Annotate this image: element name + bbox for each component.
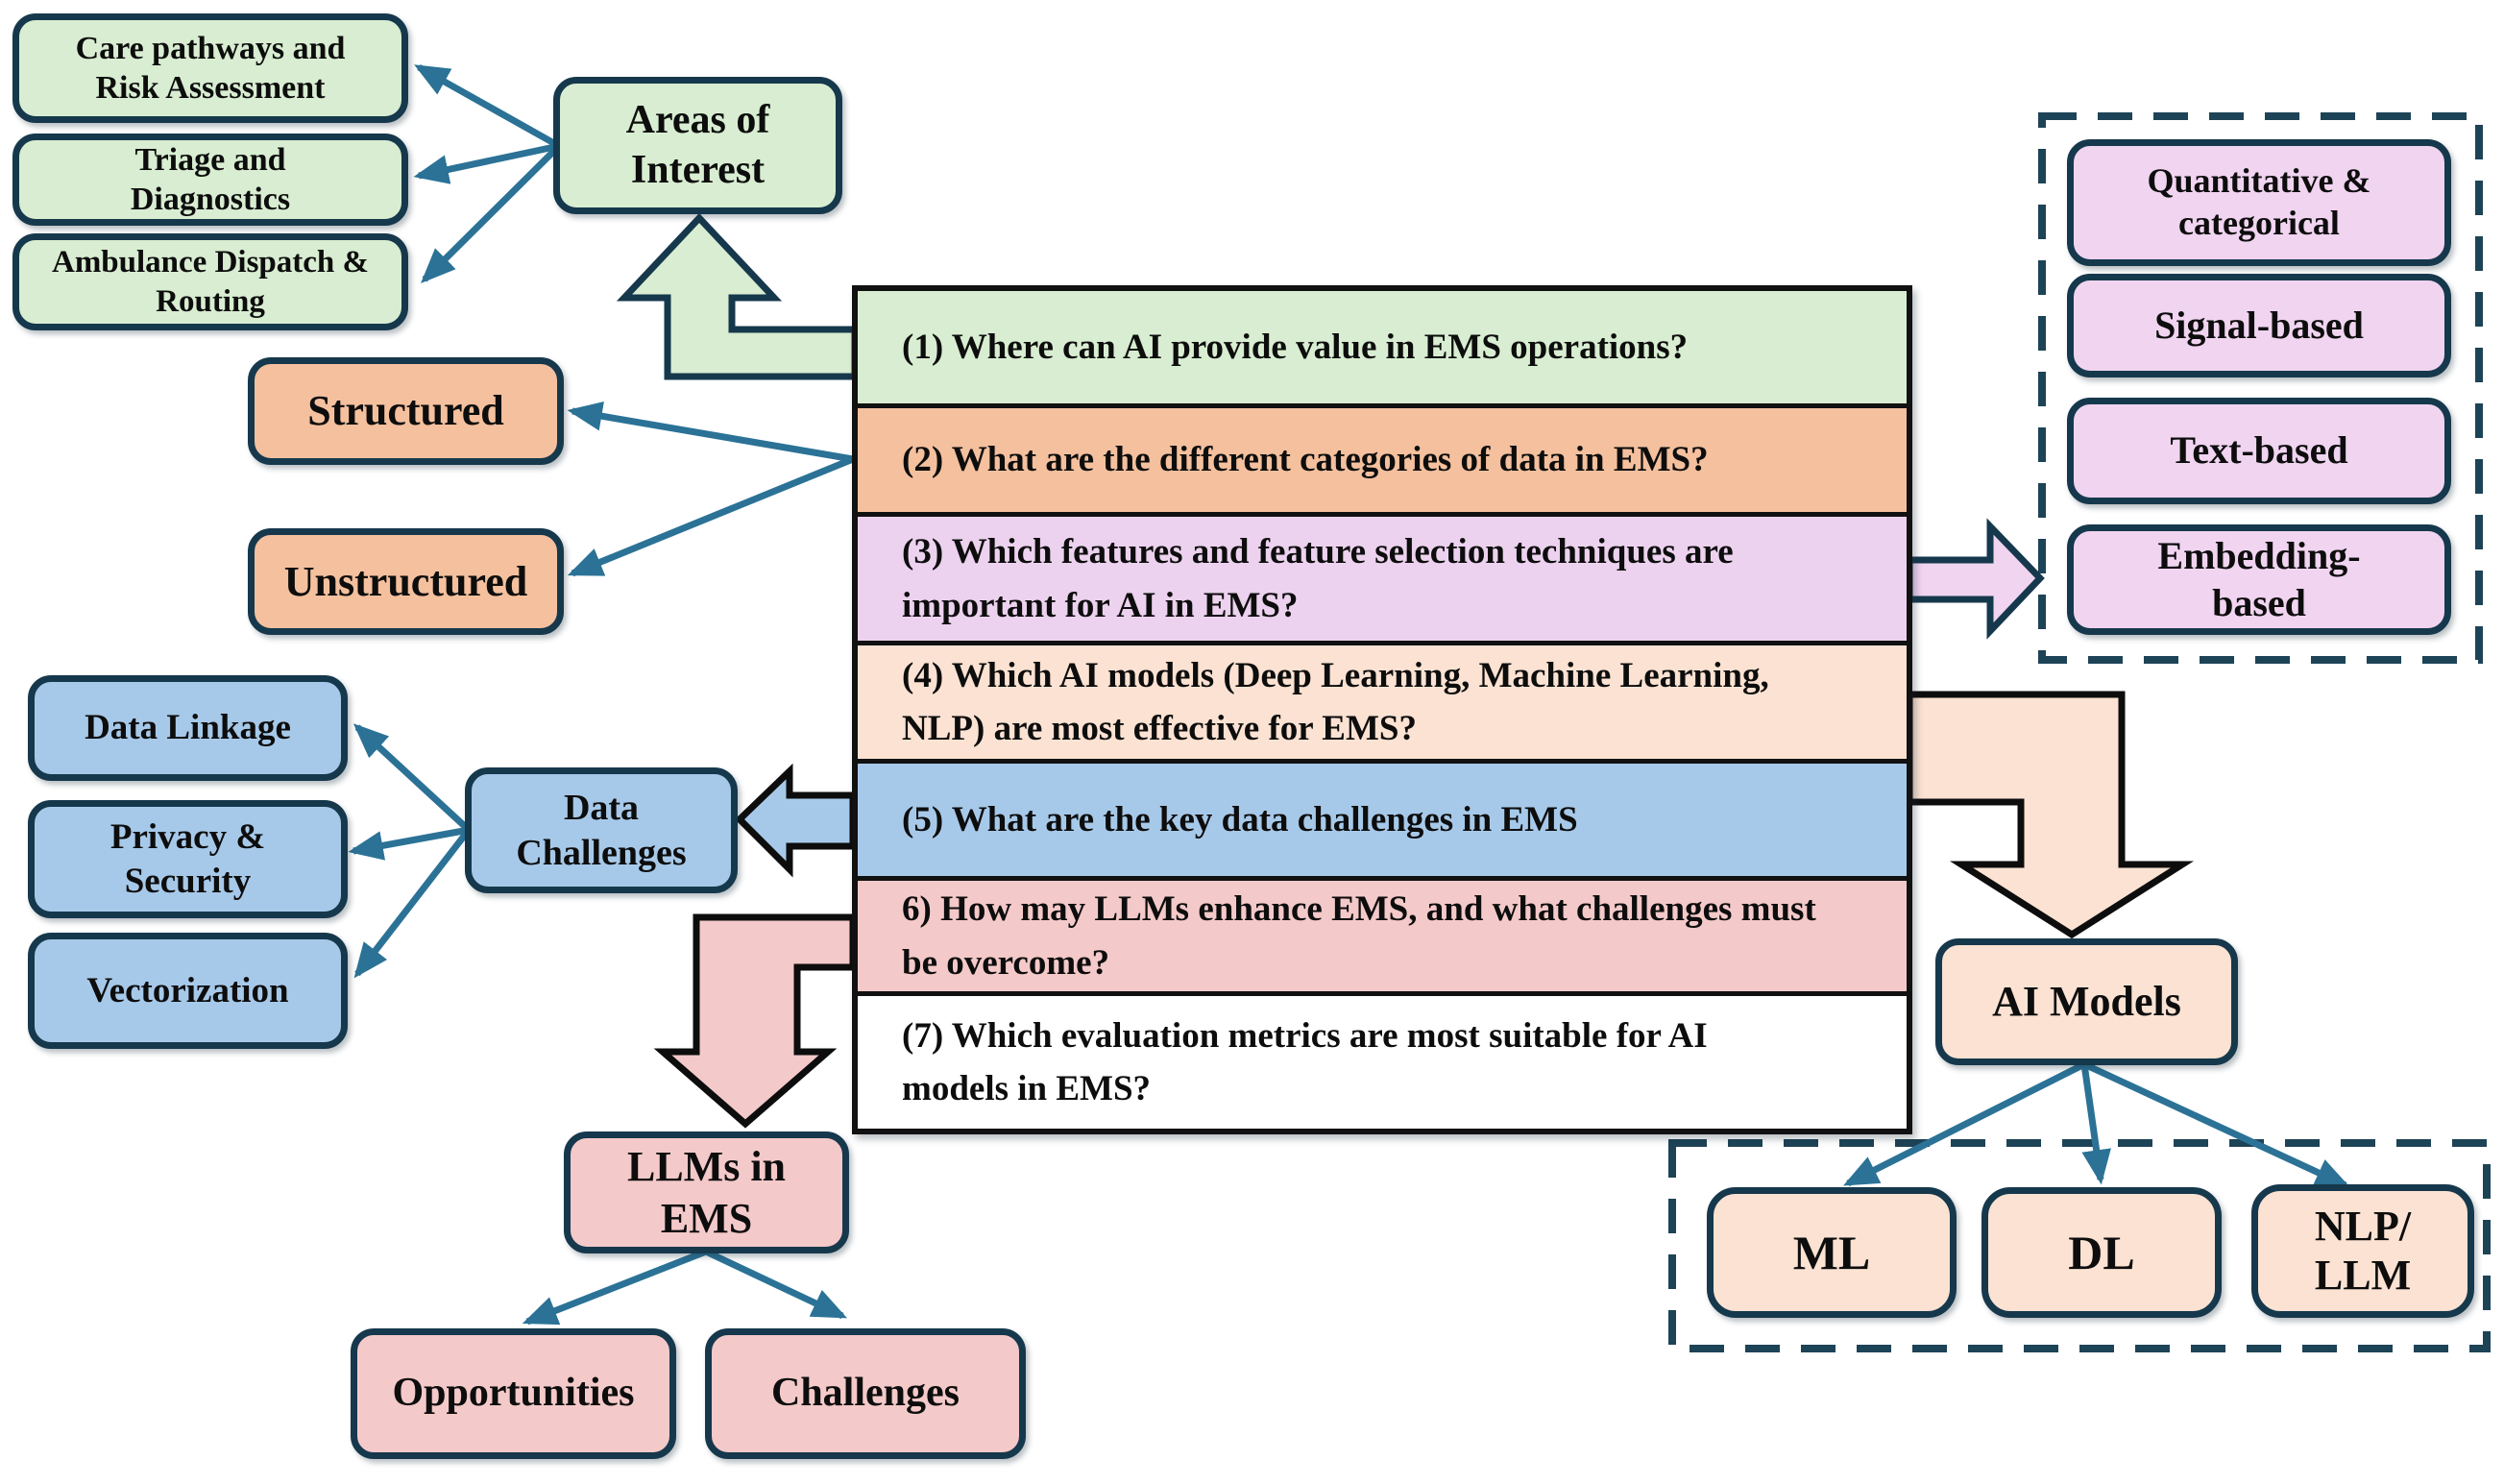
question-4-text: (4) Which AI models (Deep Learning, Mach… (902, 655, 1769, 749)
arrow-q2-to-structured (567, 401, 854, 463)
node-care-pathways-risk-assessment: Care pathways and Risk Assessment (12, 13, 408, 123)
node-privacy-security: Privacy & Security (28, 800, 348, 918)
block-arrow-q3-to-feature-types (1906, 518, 2045, 640)
node-challenges: Challenges (705, 1328, 1026, 1459)
node-data-linkage: Data Linkage (28, 675, 348, 781)
arrow-areas-to-ambulance (421, 143, 562, 283)
question-row-7: (7) Which evaluation metrics are most su… (858, 991, 1907, 1129)
question-row-2: (2) What are the different categories of… (858, 403, 1907, 512)
node-text-based: Text-based (2067, 398, 2451, 504)
block-arrow-q5-to-data-challenges (735, 763, 857, 878)
node-embedding-based: Embedding- based (2067, 524, 2451, 635)
node-vectorization: Vectorization (28, 933, 348, 1049)
arrow-llms-to-opportunities (522, 1248, 708, 1326)
connector-arrows (348, 63, 2351, 1326)
question-7-text: (7) Which evaluation metrics are most su… (902, 1015, 1708, 1109)
node-triage-diagnostics: Triage and Diagnostics (12, 134, 408, 226)
arrow-aimodels-to-nlp-llm (2082, 1060, 2351, 1189)
question-row-5: (5) What are the key data challenges in … (858, 759, 1907, 876)
node-quantitative-categorical: Quantitative & categorical (2067, 139, 2451, 266)
node-ai-models: AI Models (1935, 938, 2238, 1065)
question-2-text: (2) What are the different categories of… (902, 440, 1709, 480)
question-row-6: 6) How may LLMs enhance EMS, and what ch… (858, 876, 1907, 991)
question-row-3: (3) Which features and feature selection… (858, 512, 1907, 641)
node-areas-of-interest: Areas of Interest (553, 77, 842, 214)
arrow-challenges-to-privacy (348, 826, 470, 861)
arrow-challenges-to-vectorization (353, 827, 472, 979)
question-6-text: 6) How may LLMs enhance EMS, and what ch… (902, 889, 1816, 983)
block-arrow-q4-to-ai-models (1906, 691, 2195, 939)
question-3-text: (3) Which features and feature selection… (902, 532, 1734, 625)
question-1-text: (1) Where can AI provide value in EMS op… (902, 327, 1689, 367)
block-arrow-q6-to-llms-in-ems (653, 913, 857, 1129)
arrow-aimodels-to-dl (2080, 1063, 2111, 1185)
arrow-areas-to-triage (413, 142, 560, 184)
feature-types-dashed-frame (2038, 112, 2483, 664)
arrow-areas-to-care-pathways (414, 63, 561, 150)
node-ambulance-dispatch-routing: Ambulance Dispatch & Routing (12, 233, 408, 330)
node-llms-in-ems: LLMs in EMS (564, 1131, 849, 1253)
ai-model-types-dashed-frame (1668, 1139, 2491, 1352)
question-row-1: (1) Where can AI provide value in EMS op… (858, 291, 1907, 403)
arrow-challenges-to-data-linkage (353, 723, 472, 833)
node-ml: ML (1707, 1187, 1957, 1318)
question-5-text: (5) What are the key data challenges in … (902, 799, 1578, 839)
node-data-challenges: Data Challenges (465, 767, 738, 893)
research-questions-table: (1) Where can AI provide value in EMS op… (852, 285, 1912, 1134)
node-dl: DL (1981, 1187, 2222, 1318)
arrow-aimodels-to-ml (1842, 1060, 2086, 1187)
question-row-4: (4) Which AI models (Deep Learning, Mach… (858, 641, 1907, 759)
block-arrow-q1-to-areas-of-interest (616, 212, 859, 380)
node-nlp-llm: NLP/ LLM (2251, 1184, 2474, 1318)
node-opportunities: Opportunities (351, 1328, 676, 1459)
node-signal-based: Signal-based (2067, 274, 2451, 377)
arrow-llms-to-challenges (704, 1248, 848, 1320)
node-structured: Structured (248, 357, 564, 465)
arrow-q2-to-unstructured (567, 455, 855, 577)
node-unstructured: Unstructured (248, 528, 564, 635)
